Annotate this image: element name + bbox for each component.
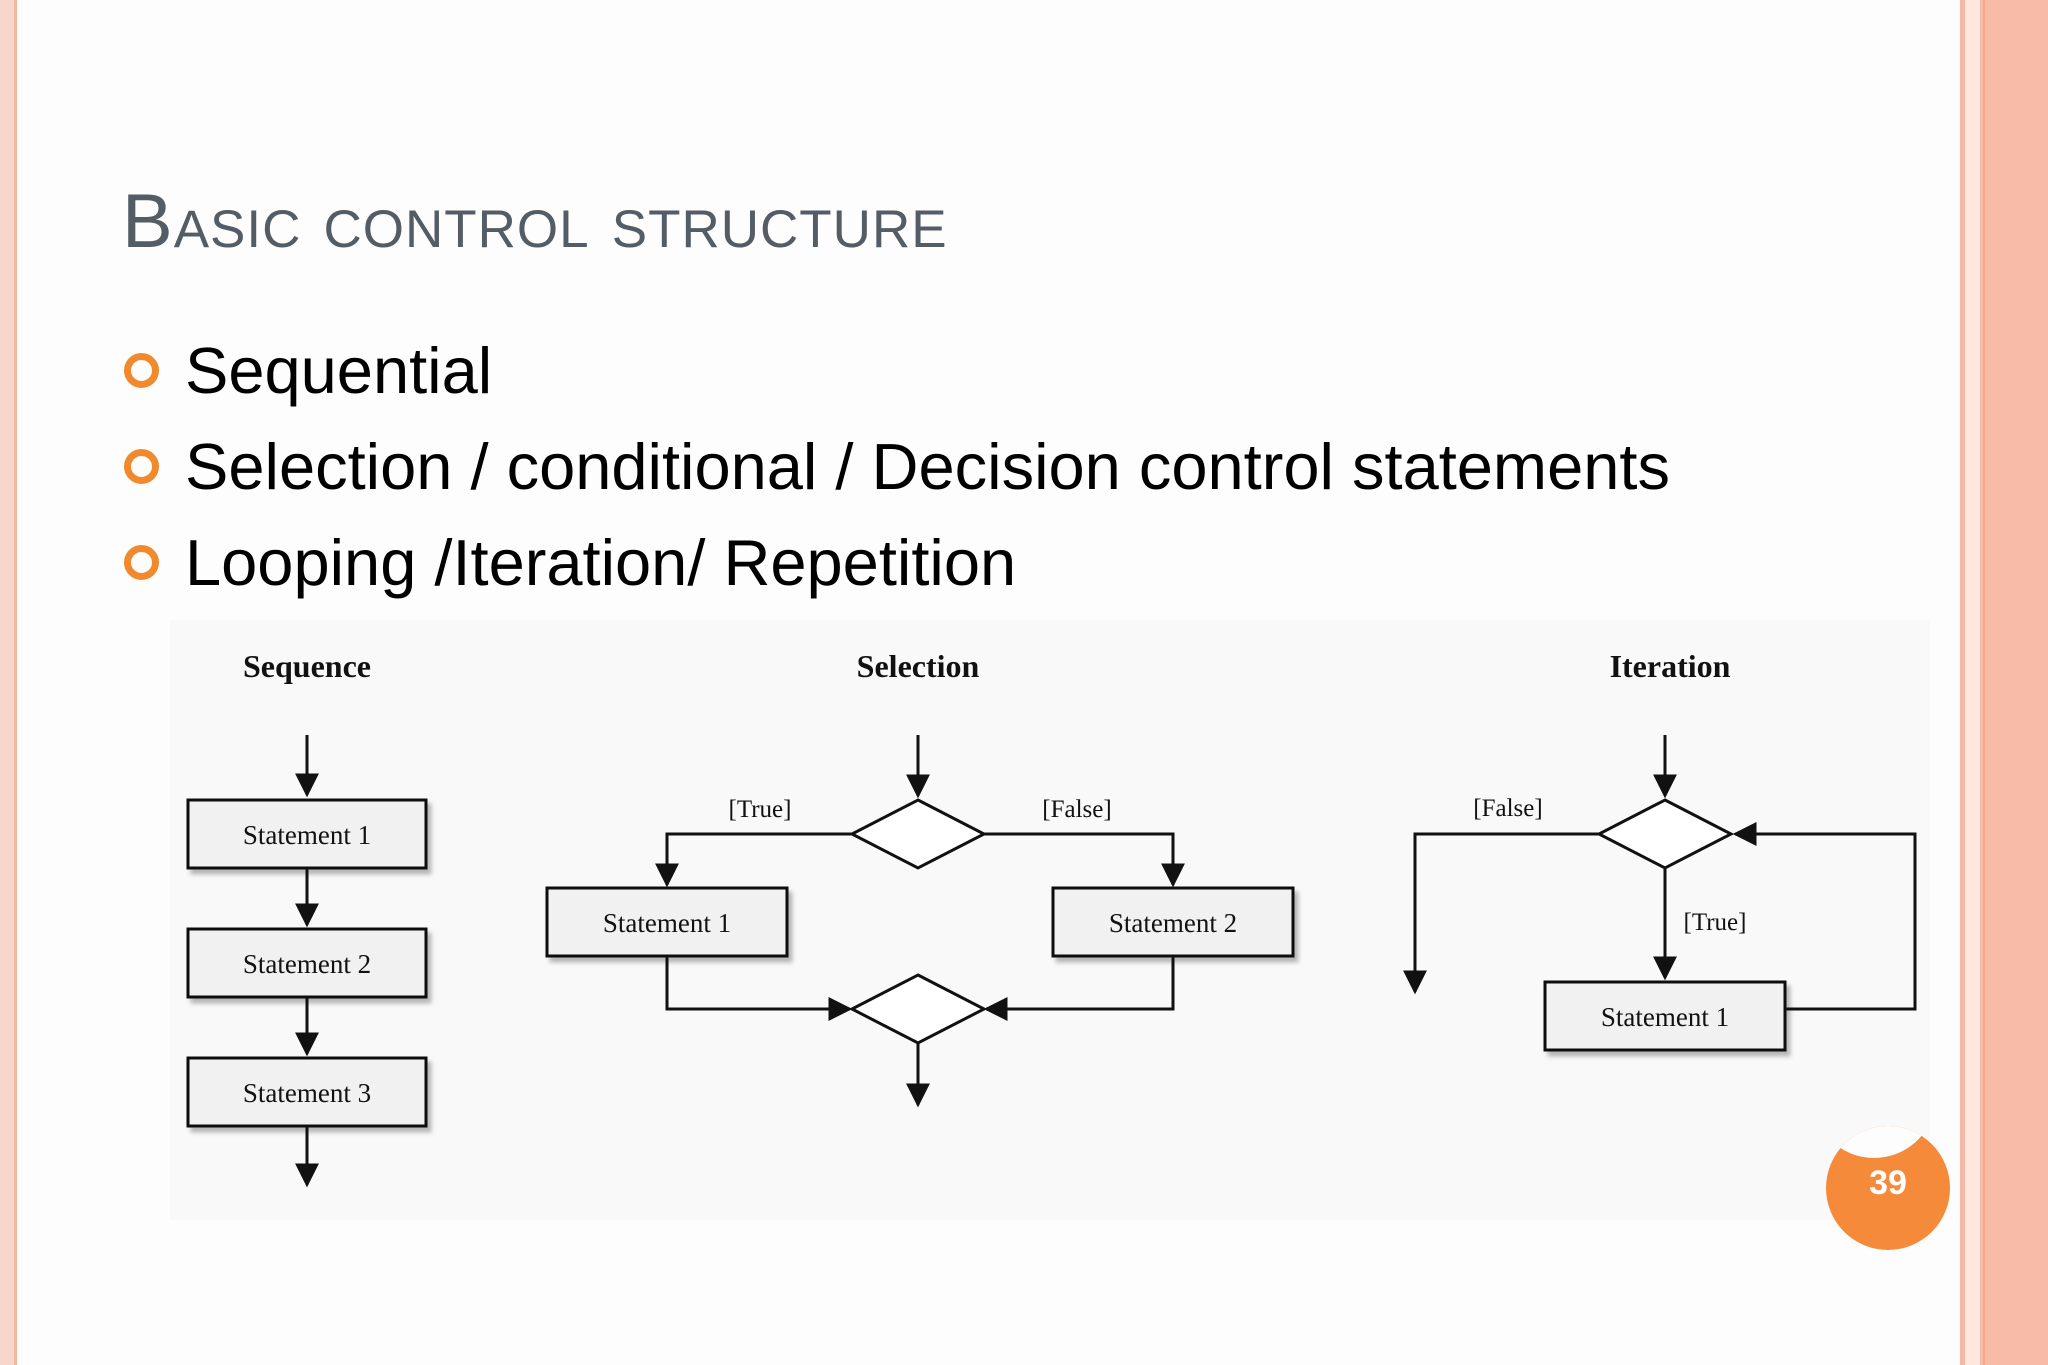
iteration-decision-diamond — [1595, 798, 1735, 870]
selection-merge-left-connector — [665, 956, 853, 1021]
slide-title: Basic control structure — [122, 179, 948, 264]
circle-bullet-icon — [124, 448, 159, 484]
selection-statement1-box — [545, 886, 789, 958]
iteration-heading: Iteration — [1610, 648, 1731, 684]
left-border — [0, 0, 17, 1365]
selection-statement1-label: Statement 1 — [603, 908, 731, 938]
iteration-false-connector — [1403, 832, 1599, 995]
sequence-statement-box — [186, 1056, 428, 1128]
control-structure-diagram: Sequence Statement 1 Statement 2 Stateme… — [170, 620, 1930, 1220]
right-accent-line — [1960, 0, 1965, 1365]
sequence-heading: Sequence — [243, 648, 371, 684]
page-number: 39 — [1869, 1164, 1907, 1202]
circle-bullet-icon — [124, 352, 159, 388]
selection-merge-diamond — [848, 973, 988, 1045]
selection-true-label: [True] — [729, 796, 792, 823]
bullet-item: Looping /Iteration/ Repetition — [124, 514, 1670, 610]
sequence-statement-label: Statement 1 — [243, 820, 371, 850]
selection-heading: Selection — [857, 648, 980, 684]
right-accent-band-light — [1965, 0, 1980, 1365]
bullet-item: Sequential — [124, 322, 1670, 418]
page-number-badge: 39 — [1826, 1126, 1950, 1250]
bullet-list: Sequential Selection / conditional / Dec… — [124, 322, 1670, 610]
selection-false-label: [False] — [1042, 796, 1111, 823]
sequence-statement-label: Statement 2 — [243, 949, 371, 979]
selection-statement2-box — [1051, 886, 1295, 958]
iteration-loop-back-connector — [1732, 822, 1917, 1011]
selection-statement2-label: Statement 2 — [1109, 908, 1237, 938]
bullet-text: Sequential — [185, 333, 493, 407]
circle-bullet-icon — [124, 544, 159, 580]
flowcharts-svg: Sequence Statement 1 Statement 2 Stateme… — [186, 648, 1917, 1188]
iteration-statement1-box — [1543, 980, 1787, 1052]
bullet-text: Looping /Iteration/ Repetition — [185, 525, 1017, 599]
sequence-statement-label: Statement 3 — [243, 1078, 371, 1108]
bullet-text: Selection / conditional / Decision contr… — [185, 429, 1670, 503]
iteration-true-label: [True] — [1684, 909, 1747, 936]
selection-decision-diamond — [848, 798, 988, 870]
selection-merge-right-connector — [983, 956, 1175, 1021]
right-accent-band — [1980, 0, 2048, 1365]
iteration-false-label: [False] — [1473, 795, 1542, 822]
iteration-statement1-label: Statement 1 — [1601, 1002, 1729, 1032]
selection-true-connector — [655, 832, 852, 888]
sequence-statement-box — [186, 927, 428, 999]
selection-false-connector — [984, 832, 1185, 888]
bullet-item: Selection / conditional / Decision contr… — [124, 418, 1670, 514]
